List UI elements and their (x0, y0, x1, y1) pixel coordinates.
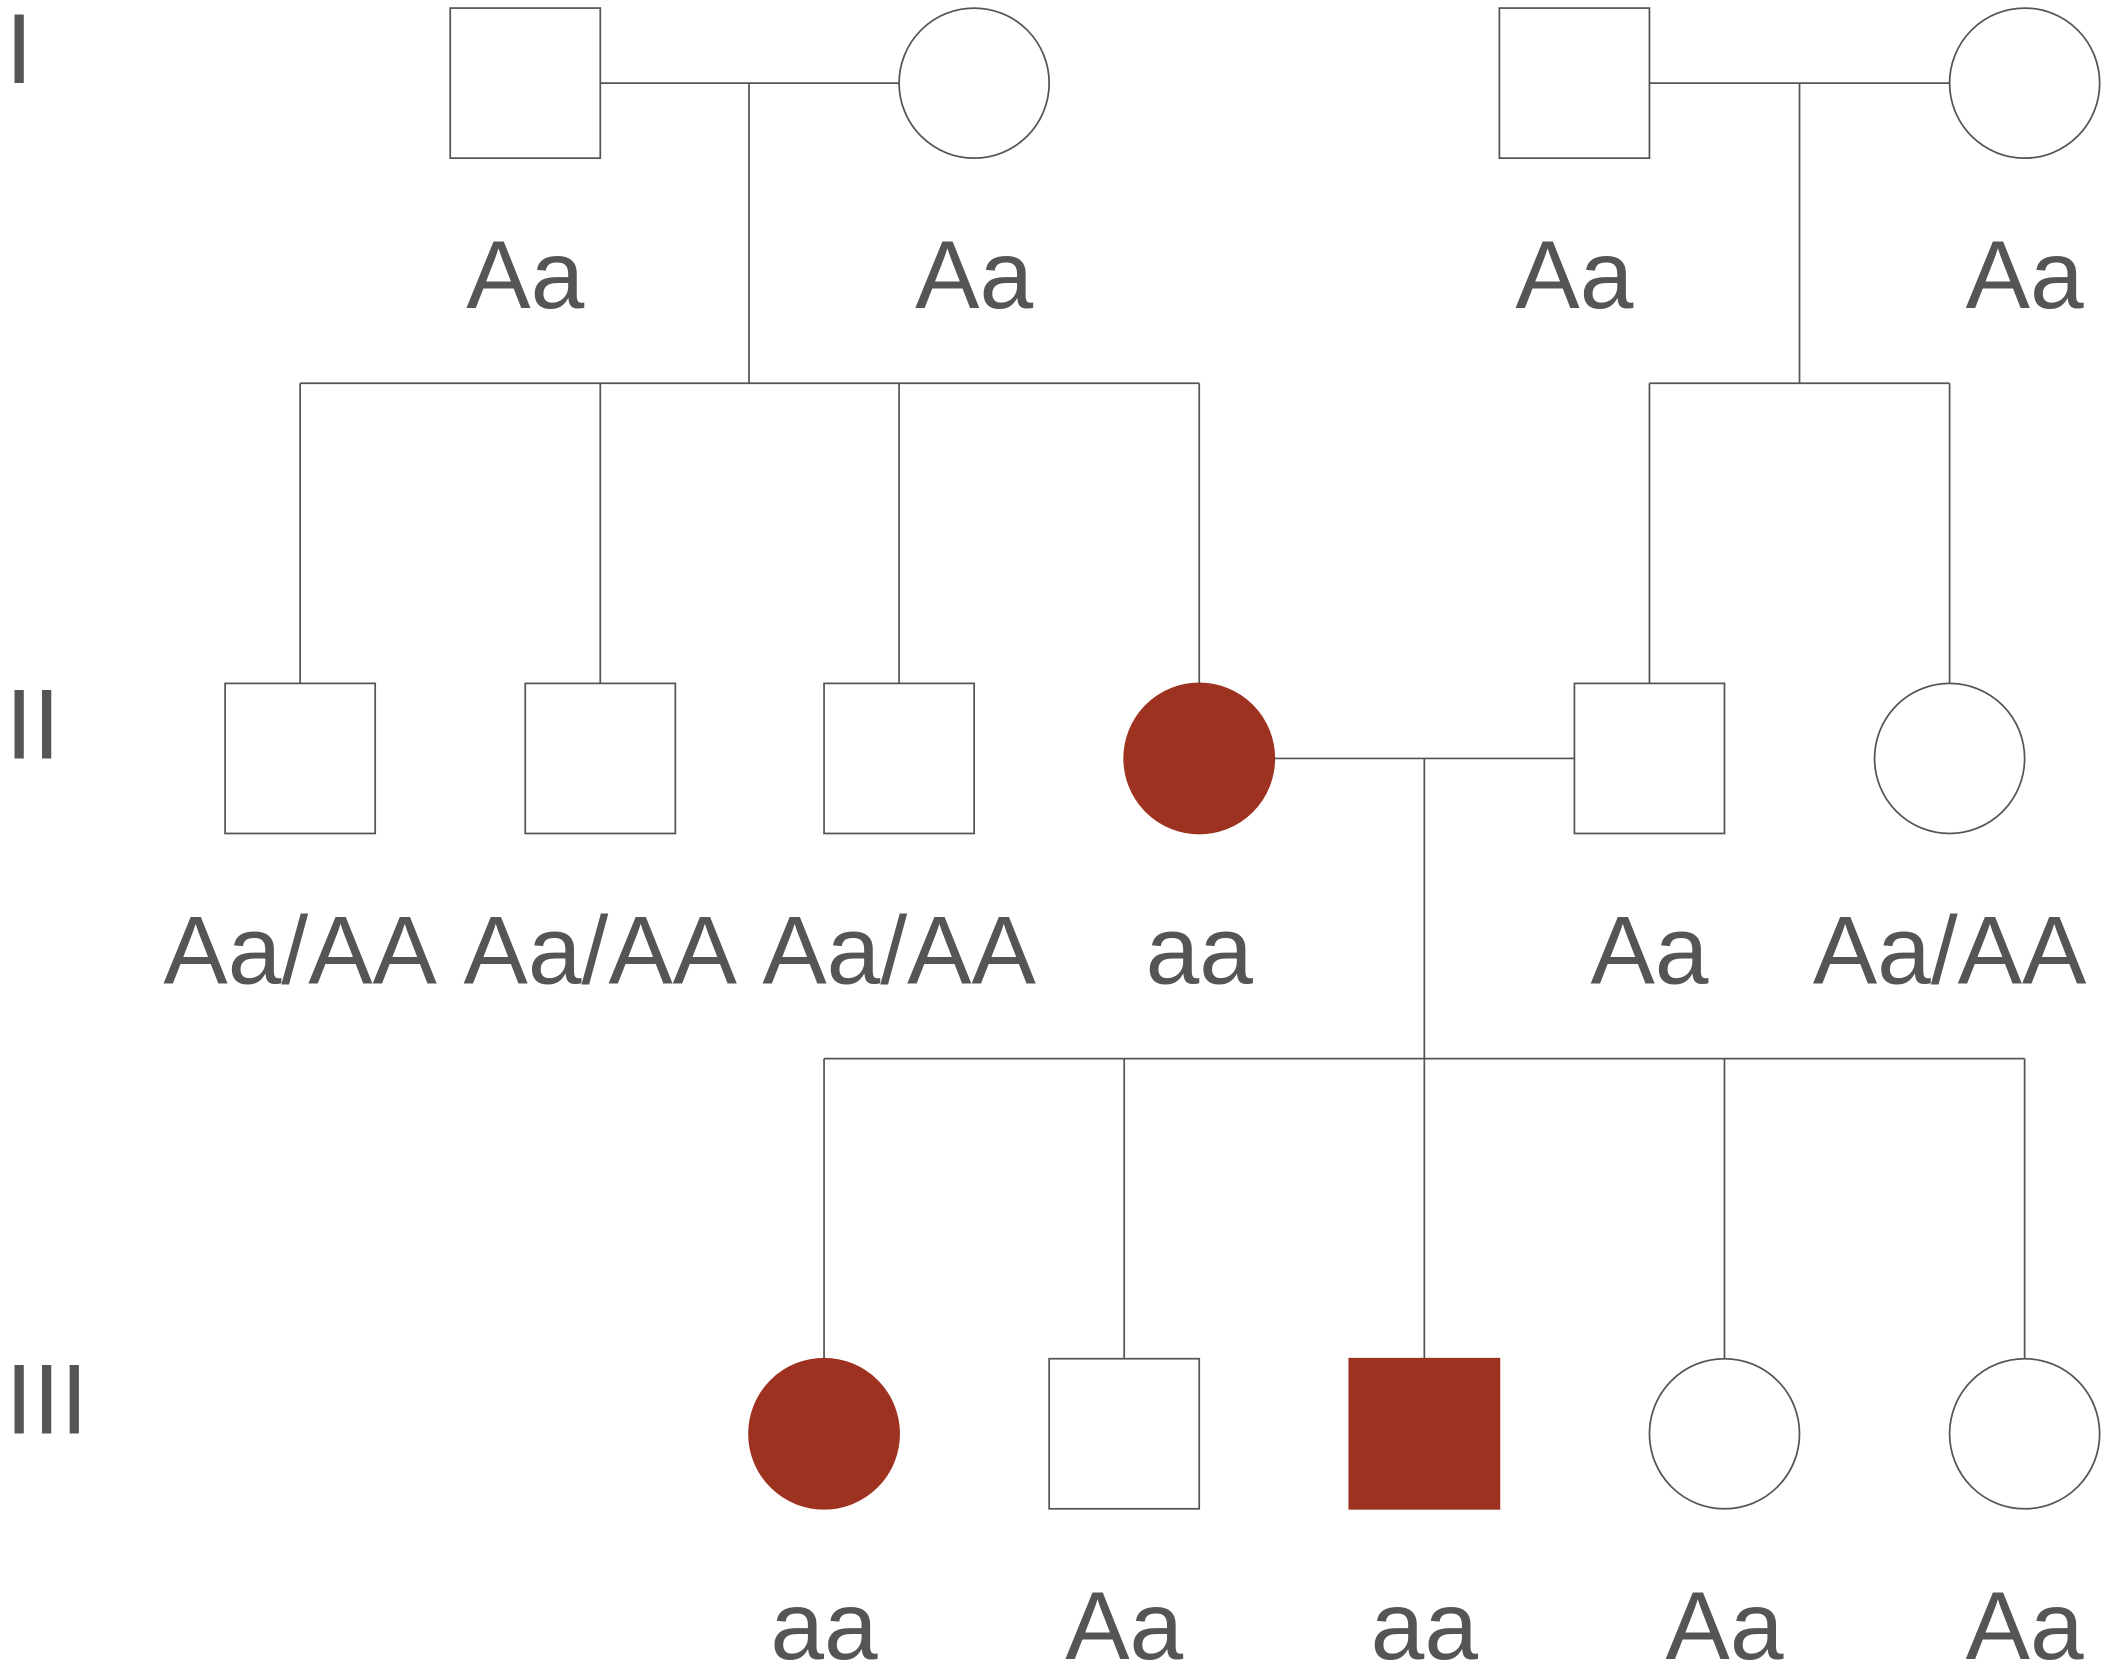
genotype-label: Aa/AA (163, 898, 437, 1005)
unaffected-male-symbol (524, 682, 677, 835)
generation-label: III (5, 1345, 88, 1456)
genotype-label: Aa (1966, 1573, 2084, 1679)
genotype-label: aa (770, 1573, 878, 1679)
genotype-label: Aa (466, 222, 584, 329)
affected-female-symbol (748, 1357, 900, 1510)
genotype-label: Aa (1590, 898, 1708, 1005)
genotype-label: Aa/AA (762, 898, 1036, 1005)
unaffected-female-symbol (898, 7, 1051, 160)
genotype-label: aa (1371, 1573, 1479, 1679)
genotype-label: Aa (915, 222, 1033, 329)
unaffected-male-symbol (823, 682, 975, 835)
genotype-label: Aa/AA (464, 898, 738, 1005)
affected-male-symbol (1348, 1357, 1501, 1510)
genotype-label: Aa (1065, 1573, 1183, 1679)
unaffected-male-symbol (1048, 1357, 1201, 1510)
affected-female-symbol (1123, 682, 1276, 835)
generation-label: II (5, 669, 60, 780)
genotype-label: Aa (1515, 222, 1633, 329)
genotype-label: aa (1146, 898, 1254, 1005)
genotype-label: Aa (1966, 222, 2084, 329)
unaffected-female-symbol (1648, 1357, 1801, 1510)
unaffected-male-symbol (224, 682, 377, 835)
unaffected-male-symbol (1498, 7, 1651, 160)
generation-label: I (5, 0, 33, 105)
genotype-label: Aa (1665, 1573, 1783, 1679)
unaffected-female-symbol (1948, 1357, 2101, 1510)
unaffected-male-symbol (449, 7, 602, 160)
unaffected-female-symbol (1873, 682, 2026, 835)
relationship-lines (299, 82, 2026, 1359)
unaffected-male-symbol (1573, 682, 1726, 835)
unaffected-female-symbol (1948, 7, 2101, 160)
genotype-label: Aa/AA (1813, 898, 2087, 1005)
